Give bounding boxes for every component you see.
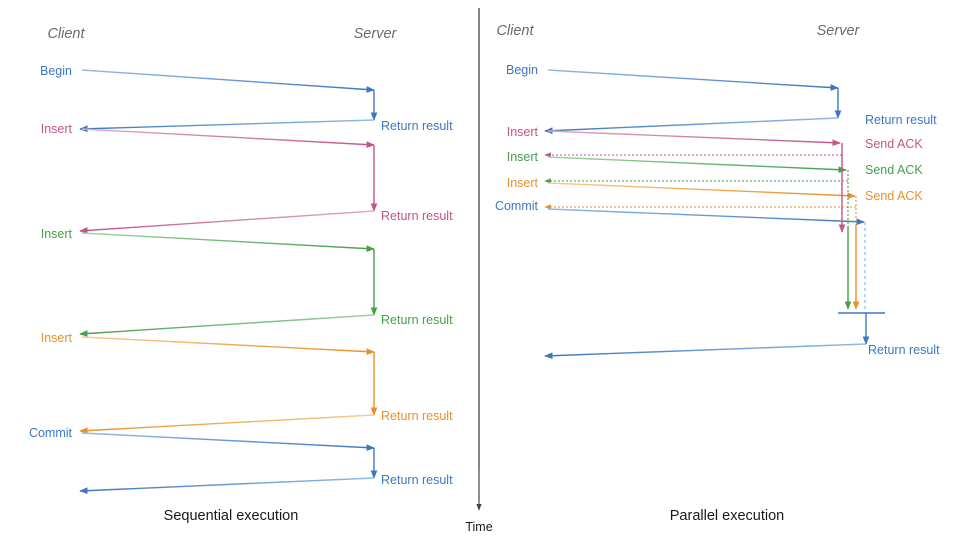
client-lane-header: Client xyxy=(47,26,85,42)
server-message-return-parallel-1: Return result xyxy=(865,113,937,127)
server-lane-header: Server xyxy=(354,26,398,42)
client-message-commit: Commit xyxy=(29,426,73,440)
server-message-return-parallel-2: Return result xyxy=(868,343,940,357)
request-arrow-begin-parallel xyxy=(547,69,839,91)
response-arrow-insert-1 xyxy=(79,210,375,234)
time-axis-label: Time xyxy=(465,520,492,534)
request-arrow-commit-parallel xyxy=(547,208,865,226)
server-message-ack-2: Send ACK xyxy=(865,163,923,177)
server-message-return-4: Return result xyxy=(381,409,453,423)
request-arrow-insert-1-parallel xyxy=(547,130,841,147)
response-arrow-insert-3 xyxy=(79,414,375,434)
request-arrow-insert-2-parallel xyxy=(547,156,847,174)
exchange-begin xyxy=(79,69,378,133)
response-arrow-commit-parallel xyxy=(544,343,867,360)
panel-caption-parallel: Parallel execution xyxy=(670,508,784,524)
response-arrow-commit xyxy=(79,477,375,495)
exchange-insert-2 xyxy=(79,232,378,337)
exchange-insert-2-parallel xyxy=(544,156,848,184)
exchange-commit-parallel xyxy=(547,208,865,226)
exchange-insert-3 xyxy=(79,336,378,434)
server-message-return-2: Return result xyxy=(381,209,453,223)
response-arrow-insert-2 xyxy=(79,314,375,337)
exchange-insert-1 xyxy=(79,128,378,234)
client-message-insert-2: Insert xyxy=(41,227,73,241)
panel-sequential: Client Server xyxy=(29,26,453,524)
exchange-insert-3-parallel xyxy=(544,182,856,210)
server-message-ack-3: Send ACK xyxy=(865,189,923,203)
client-message-insert-1: Insert xyxy=(41,122,73,136)
server-message-return-1: Return result xyxy=(381,119,453,133)
request-arrow-insert-1 xyxy=(81,128,375,148)
panel-caption-sequential: Sequential execution xyxy=(164,508,299,524)
exchange-commit xyxy=(79,432,378,495)
client-message-begin-parallel: Begin xyxy=(506,63,538,77)
client-message-insert-2-parallel: Insert xyxy=(507,150,539,164)
client-lane-header-parallel: Client xyxy=(496,23,534,39)
server-message-ack-1: Send ACK xyxy=(865,137,923,151)
panel-parallel: Client Server xyxy=(495,23,940,524)
server-message-return-3: Return result xyxy=(381,313,453,327)
response-arrow-begin-parallel xyxy=(544,117,839,135)
client-message-insert-3-parallel: Insert xyxy=(507,176,539,190)
exchange-begin-parallel xyxy=(544,69,842,135)
request-arrow-insert-2 xyxy=(81,232,375,252)
client-message-commit-parallel: Commit xyxy=(495,199,539,213)
client-message-insert-1-parallel: Insert xyxy=(507,125,539,139)
request-arrow-commit xyxy=(81,432,375,451)
request-arrow-insert-3 xyxy=(81,336,375,355)
client-message-begin: Begin xyxy=(40,64,72,78)
server-lane-header-parallel: Server xyxy=(817,23,861,39)
server-message-return-5: Return result xyxy=(381,473,453,487)
client-message-insert-3: Insert xyxy=(41,331,73,345)
request-arrow-insert-3-parallel xyxy=(547,182,856,200)
exchange-insert-1-parallel xyxy=(544,130,842,158)
request-arrow-begin xyxy=(81,69,375,93)
response-arrow-begin xyxy=(79,119,375,133)
